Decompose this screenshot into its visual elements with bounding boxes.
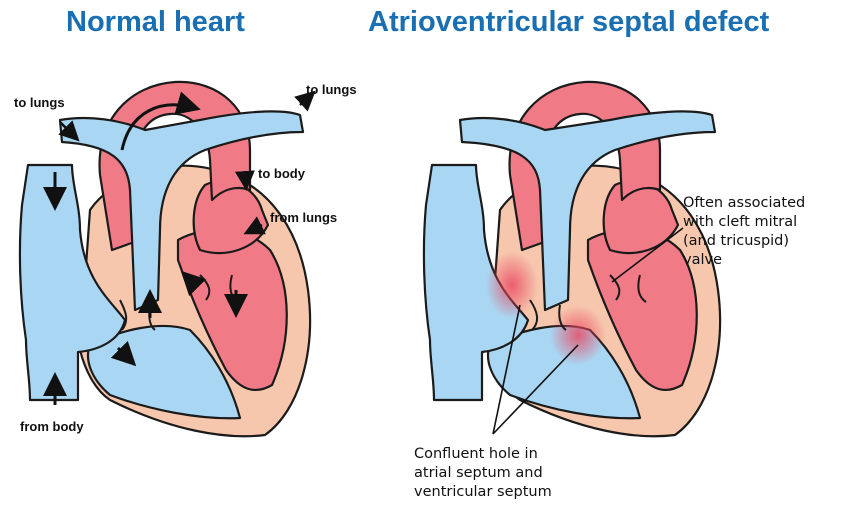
confluent-hole-annotation: Confluent hole in atrial septum and vent… (414, 446, 552, 500)
flow-arrow-to-body (245, 172, 246, 186)
label-to-body: to body (258, 166, 306, 181)
cleft-valve-annotation: Often associated with cleft mitral (and … (683, 195, 810, 268)
label-from-body: from body (20, 419, 84, 434)
avsd-heart-illustration: Often associated with cleft mitral (and … (414, 82, 810, 500)
atrial-septal-hole (486, 251, 538, 319)
label-from-lungs: from lungs (270, 210, 337, 225)
label-to-lungs-right: to lungs (306, 82, 357, 97)
normal-heart-illustration: to lungs to lungs to body from lungs fro… (14, 82, 357, 436)
label-to-lungs-left: to lungs (14, 95, 65, 110)
